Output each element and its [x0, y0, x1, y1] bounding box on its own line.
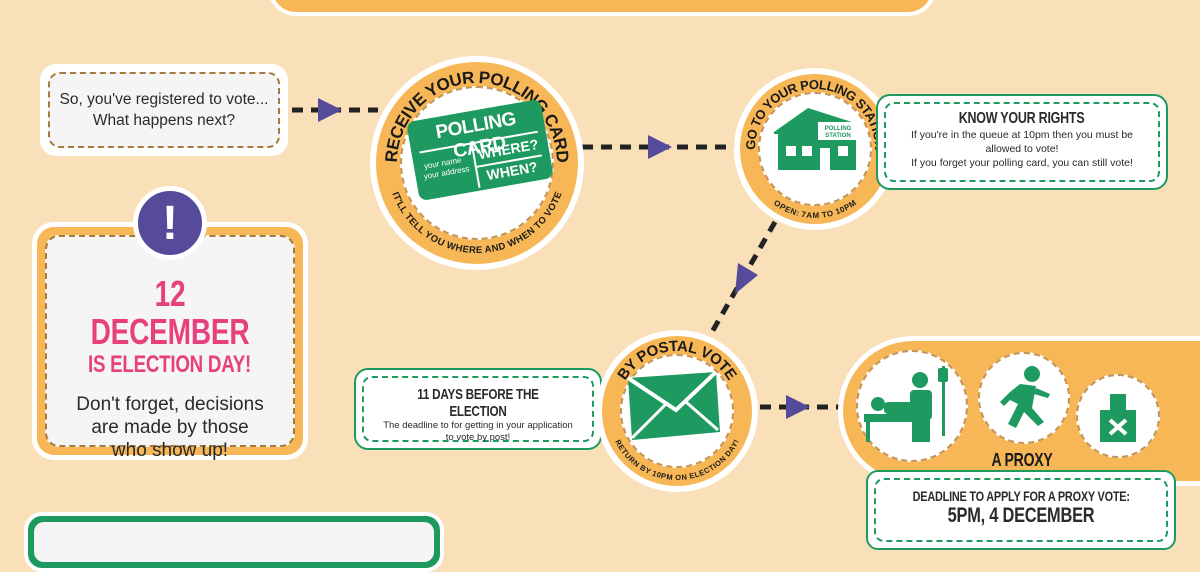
proxy-deadline-box: DEADLINE TO APPLY FOR A PROXY VOTE: 5PM,… [866, 470, 1176, 550]
election-date: 12 DECEMBER [90, 273, 250, 352]
polling-card-subtitle: IT'LL TELL YOU WHERE AND WHEN TO VOTE [389, 191, 564, 257]
house-icon: POLLING STATION [774, 108, 858, 170]
top-banner [268, 0, 936, 16]
rights-line-3: If you forget your polling card, you can… [911, 157, 1133, 169]
arrow-down-icon [735, 263, 758, 294]
envelope-icon [626, 372, 720, 440]
rights-heading: KNOW YOUR RIGHTS [959, 110, 1085, 127]
bottom-info-panel [24, 512, 444, 572]
intro-line-2: What happens next? [92, 112, 236, 129]
polling-station-subtitle: OPEN: 7AM TO 10PM [772, 198, 858, 220]
postal-deadline-line-2: to vote by post! [445, 432, 511, 443]
arrow-right-icon [648, 135, 672, 159]
rights-line-1: If you're in the queue at 10pm then you … [910, 129, 1134, 141]
exclamation-icon: ! [133, 186, 207, 260]
proxy-icon-hospital [856, 350, 968, 462]
proxy-deadline-value: 5PM, 4 DECEMBER [947, 504, 1095, 527]
flow-connectors [292, 98, 846, 419]
arrow-right-icon [318, 98, 342, 122]
intro-line-1: So, you've registered to vote... [59, 91, 269, 108]
proxy-deadline-label: DEADLINE TO APPLY FOR A PROXY VOTE: [912, 488, 1130, 504]
postal-deadline-box: 11 DAYS BEFORE THE ELECTION The deadline… [354, 368, 602, 450]
arrow-right-icon [786, 395, 810, 419]
know-your-rights-box: KNOW YOUR RIGHTS If you're in the queue … [876, 94, 1168, 190]
svg-text:OPEN: 7AM TO 10PM: OPEN: 7AM TO 10PM [772, 198, 858, 220]
alert-line-3: who show up! [111, 440, 229, 461]
svg-text:IT'LL TELL YOU WHERE AND WHEN: IT'LL TELL YOU WHERE AND WHEN TO VOTE [389, 191, 564, 257]
station-sign-line-1: POLLING [825, 126, 852, 132]
alert-line-1: Don't forget, decisions [76, 394, 264, 415]
intro-box: So, you've registered to vote... What ha… [40, 64, 288, 156]
svg-text:RETURN BY 10PM ON ELECTION DAY: RETURN BY 10PM ON ELECTION DAY! [613, 438, 741, 482]
rights-line-2: allowed to vote! [985, 143, 1059, 155]
postal-deadline-heading: 11 DAYS BEFORE THE ELECTION [417, 386, 539, 420]
alert-line-2: are made by those [91, 417, 249, 438]
postal-deadline-line-1: The deadline to for getting in your appl… [383, 420, 573, 431]
station-sign-line-2: STATION [825, 133, 850, 139]
postal-vote-subtitle: RETURN BY 10PM ON ELECTION DAY! [613, 438, 741, 482]
proxy-icon-running [978, 352, 1070, 444]
election-headline: IS ELECTION DAY! [88, 351, 252, 378]
proxy-icon-ballot-box [1076, 374, 1160, 458]
